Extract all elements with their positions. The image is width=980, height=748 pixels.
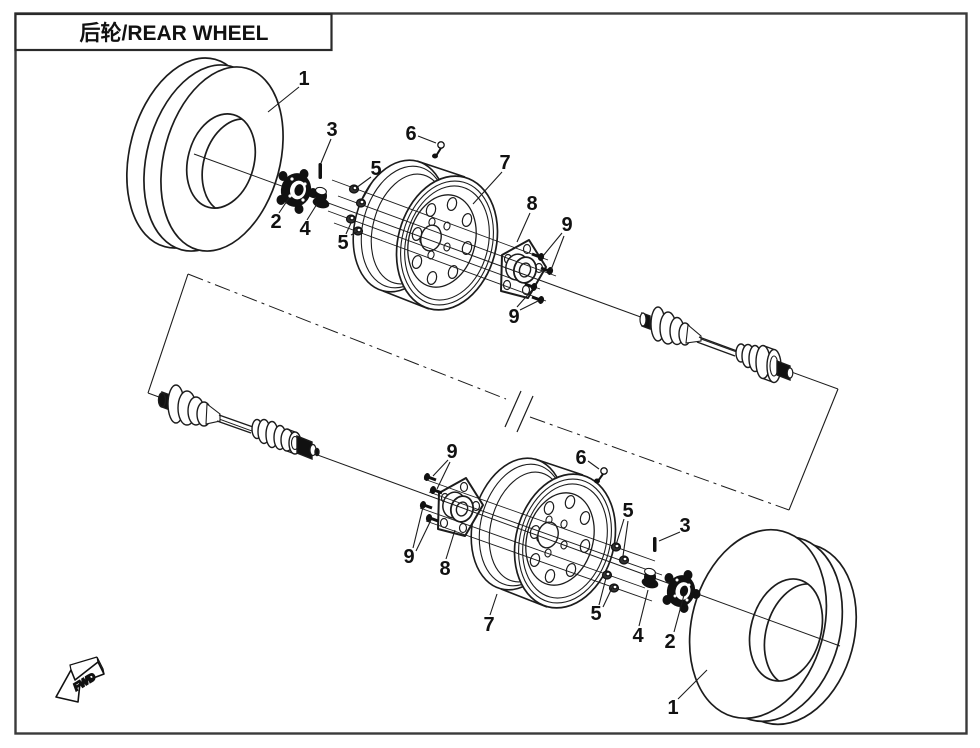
frame-right-edge [788, 388, 839, 511]
callout-9-top-a: 9 [561, 214, 572, 236]
callout-6-bottom: 6 [575, 447, 586, 469]
callout-1-bottom: 1 [667, 697, 678, 719]
callout-3-bottom: 3 [679, 515, 690, 537]
callout-4-top: 4 [299, 218, 311, 240]
callout-3-top: 3 [326, 119, 337, 141]
stud-lines-top [327, 179, 557, 302]
callout-9-bottom-a: 9 [446, 441, 457, 463]
valve-top [432, 141, 445, 159]
break-symbol [504, 390, 534, 433]
leader-lines [267, 86, 708, 700]
rim-top-vent-holes [411, 197, 473, 285]
callout-5-top-a: 5 [370, 158, 381, 180]
callout-5-bottom-a: 5 [622, 500, 633, 522]
frame-diagonal-a [187, 273, 507, 400]
stud-bolts-bottom [419, 473, 443, 523]
callout-8-top: 8 [526, 193, 537, 215]
callout-5-top-b: 5 [337, 232, 348, 254]
page-border [14, 12, 968, 735]
frame-left-edge [147, 273, 189, 394]
tire-bottom [688, 528, 858, 726]
title-box: 后轮/REAR WHEEL [14, 12, 333, 52]
callout-6-top: 6 [405, 123, 416, 145]
cotter-pin-top [318, 163, 322, 179]
lug-nuts-bottom [601, 542, 630, 593]
page-title: 后轮/REAR WHEEL [80, 21, 269, 45]
fwd-direction-arrow: FWD [55, 656, 105, 703]
callout-7-top: 7 [499, 152, 510, 174]
frame-diagonal-b [529, 416, 790, 511]
callout-5-bottom-b: 5 [590, 603, 601, 625]
wheel-hub-bottom [662, 570, 701, 613]
callout-2-top: 2 [270, 211, 281, 233]
callout-7-bottom: 7 [483, 614, 494, 636]
callout-1-top: 1 [298, 68, 309, 90]
castle-nut-top [312, 186, 330, 209]
rim-top [352, 159, 499, 311]
callout-8-bottom: 8 [439, 558, 450, 580]
callout-4-bottom: 4 [632, 625, 644, 647]
castle-nut-bottom [641, 567, 659, 589]
callout-labels: 1 1 2 2 3 3 4 4 5 5 5 5 6 6 7 7 8 8 9 9 … [270, 68, 690, 719]
callout-2-bottom: 2 [664, 631, 675, 653]
cotter-pin-bottom [653, 537, 657, 552]
lug-nuts-top [345, 184, 367, 236]
callout-9-bottom-b: 9 [403, 546, 414, 568]
callout-9-top-b: 9 [508, 306, 519, 328]
valve-bottom [594, 467, 608, 484]
drive-axle-bottom [157, 384, 320, 461]
tire-top-hole [185, 113, 257, 209]
drive-axle-top [639, 306, 794, 384]
